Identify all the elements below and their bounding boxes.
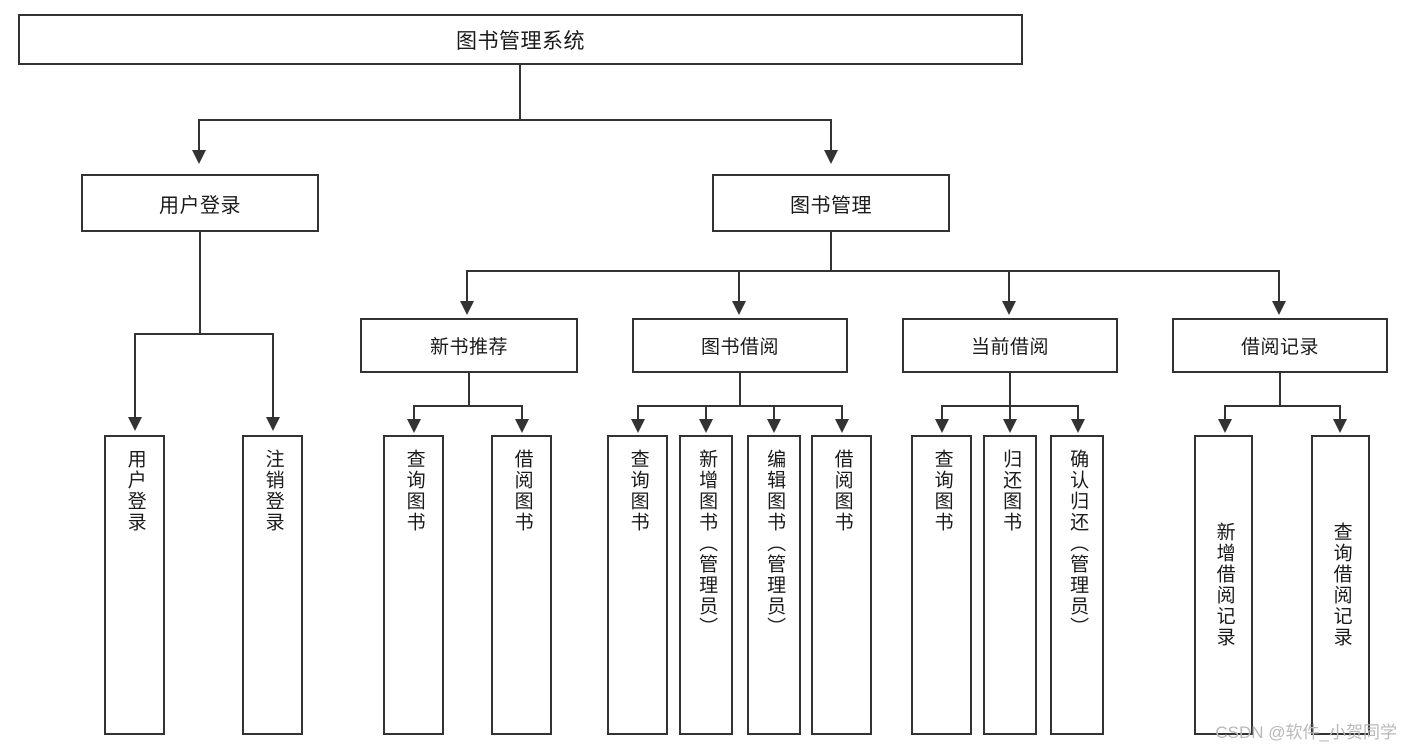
arrow-icon-nbr-2: [515, 419, 529, 433]
node-borrow-record[interactable]: 借阅记录: [1172, 318, 1388, 373]
node-label: 当前借阅: [970, 337, 1049, 358]
connector-br-drop-1: [1224, 405, 1226, 421]
node-book-management[interactable]: 图书管理: [712, 174, 950, 232]
arrow-icon-cb-1: [935, 419, 949, 433]
arrow-icon-cb-3: [1071, 419, 1085, 433]
arrow-icon-bb-4: [835, 419, 849, 433]
arrow-icon-nbr-1: [407, 419, 421, 433]
connector-cb-drop-3: [1077, 405, 1079, 421]
connector-nbr-trunk: [468, 373, 470, 405]
connector-nbr-fan-bar: [413, 405, 523, 407]
connector-br-fan-bar: [1224, 405, 1341, 407]
connector-bm-drop-4: [1278, 270, 1280, 303]
connector-br-drop-2: [1339, 405, 1341, 421]
node-label: 归还图书: [1000, 449, 1022, 533]
arrow-icon-br-2: [1333, 419, 1347, 433]
leaf-bb-edit-book-admin[interactable]: 编辑图书（管理员）: [747, 435, 801, 735]
node-label: 编辑图书（管理员）: [764, 449, 786, 638]
arrow-icon-to-logout-leaf: [266, 417, 280, 431]
connector-bm-drop-3: [1008, 270, 1010, 303]
node-label: 新增图书（管理员）: [696, 449, 718, 638]
leaf-cb-confirm-return-admin[interactable]: 确认归还（管理员）: [1050, 435, 1104, 735]
leaf-br-query-record[interactable]: 查询借阅记录: [1311, 435, 1370, 735]
node-label: 借阅图书: [831, 449, 853, 533]
node-label: 图书管理: [790, 194, 872, 217]
node-label: 借阅图书: [511, 449, 533, 533]
connector-root-drop-2: [830, 119, 832, 152]
connector-root-fan-bar: [198, 119, 831, 121]
connector-root-drop-1: [198, 119, 200, 152]
leaf-bb-add-book-admin[interactable]: 新增图书（管理员）: [679, 435, 733, 735]
connector-bb-drop-4: [841, 405, 843, 421]
leaf-bb-borrow-book[interactable]: 借阅图书: [811, 435, 872, 735]
connector-bb-fan-bar: [637, 405, 842, 407]
watermark: CSDN @软件_小贺同学: [1215, 723, 1397, 742]
node-label: 新书推荐: [429, 337, 508, 358]
connector-cb-trunk: [1009, 373, 1011, 405]
leaf-user-login[interactable]: 用户登录: [104, 435, 165, 735]
node-label: 用户登录: [124, 449, 146, 533]
connector-bm-drop-1: [466, 270, 468, 303]
leaf-logout[interactable]: 注销登录: [242, 435, 303, 735]
connector-book-management-trunk: [830, 232, 832, 270]
node-current-borrow[interactable]: 当前借阅: [902, 318, 1118, 373]
leaf-bb-query-book[interactable]: 查询图书: [607, 435, 668, 735]
connector-bb-drop-3: [773, 405, 775, 421]
node-label: 新增借阅记录: [1213, 522, 1235, 648]
node-label: 查询图书: [403, 449, 425, 533]
node-label: 图书借阅: [700, 337, 779, 358]
connector-book-management-fan-bar: [466, 270, 1279, 272]
node-root-book-management-system[interactable]: 图书管理系统: [18, 14, 1023, 65]
connector-cb-drop-2: [1009, 405, 1011, 421]
connector-user-login-drop-1: [134, 333, 136, 419]
connector-root-trunk: [519, 65, 521, 119]
arrow-icon-bb-3: [767, 419, 781, 433]
node-label: 用户登录: [159, 194, 241, 217]
node-new-book-recommend[interactable]: 新书推荐: [360, 318, 578, 373]
arrow-icon-to-new-book-recommend: [460, 301, 474, 315]
node-label: 查询借阅记录: [1330, 522, 1352, 648]
arrow-icon-root-to-user-login: [192, 150, 206, 164]
connector-br-trunk: [1279, 373, 1281, 405]
leaf-cb-return-book[interactable]: 归还图书: [983, 435, 1037, 735]
node-label: 图书管理系统: [456, 29, 585, 53]
connector-nbr-drop-1: [413, 405, 415, 421]
arrow-icon-to-borrow-record: [1272, 301, 1286, 315]
node-label: 借阅记录: [1240, 337, 1319, 358]
leaf-nbr-borrow-book[interactable]: 借阅图书: [491, 435, 552, 735]
arrow-icon-to-current-borrow: [1002, 301, 1016, 315]
arrow-icon-cb-2: [1003, 419, 1017, 433]
leaf-br-add-record[interactable]: 新增借阅记录: [1194, 435, 1253, 735]
connector-cb-drop-1: [941, 405, 943, 421]
connector-bb-trunk: [739, 373, 741, 405]
node-label: 注销登录: [262, 449, 284, 533]
connector-user-login-fan-bar: [134, 333, 274, 335]
node-label: 确认归还（管理员）: [1067, 449, 1089, 638]
arrow-icon-root-to-book-management: [824, 150, 838, 164]
node-user-login[interactable]: 用户登录: [81, 174, 319, 232]
arrow-icon-bb-2: [699, 419, 713, 433]
node-book-borrow[interactable]: 图书借阅: [632, 318, 848, 373]
connector-bb-drop-2: [705, 405, 707, 421]
arrow-icon-to-user-login-leaf: [128, 417, 142, 431]
connector-user-login-drop-2: [272, 333, 274, 419]
connector-nbr-drop-2: [521, 405, 523, 421]
connector-bm-drop-2: [738, 270, 740, 303]
arrow-icon-br-1: [1218, 419, 1232, 433]
node-label: 查询图书: [931, 449, 953, 533]
node-label: 查询图书: [627, 449, 649, 533]
arrow-icon-bb-1: [631, 419, 645, 433]
leaf-nbr-query-book[interactable]: 查询图书: [383, 435, 444, 735]
connector-bb-drop-1: [637, 405, 639, 421]
leaf-cb-query-book[interactable]: 查询图书: [911, 435, 972, 735]
connector-user-login-trunk: [199, 232, 201, 333]
arrow-icon-to-book-borrow: [732, 301, 746, 315]
